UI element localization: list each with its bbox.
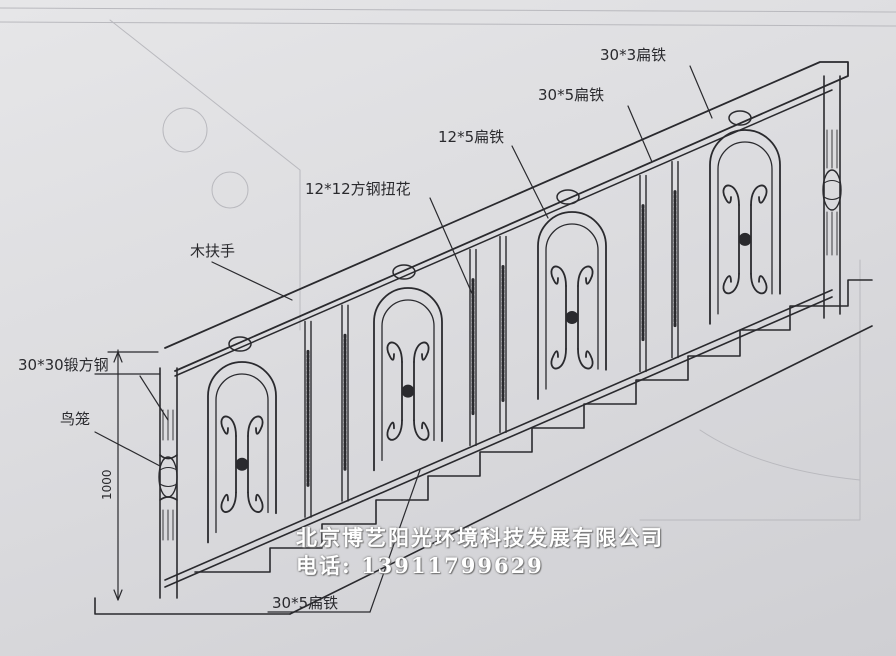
scroll-upper-left-2 bbox=[386, 341, 403, 363]
right-post bbox=[822, 75, 842, 319]
scroll-knot-3 bbox=[565, 311, 579, 325]
scroll-knot-1 bbox=[235, 457, 249, 471]
panel-arch-3 bbox=[537, 211, 607, 400]
scroll-upper-right-1 bbox=[247, 415, 264, 437]
scroll-lower-left-1 bbox=[220, 491, 237, 513]
label-height-dim: 1000 bbox=[100, 469, 114, 500]
label-forged-post: 30*30锻方钢 bbox=[18, 356, 109, 374]
scroll-upper-right-3 bbox=[577, 265, 594, 287]
panel-inner-arch-1 bbox=[215, 373, 269, 534]
leader-lines bbox=[94, 65, 713, 613]
panel-inner-arch-2 bbox=[381, 299, 435, 461]
label-twisted-bar: 12*12方钢扭花 bbox=[305, 180, 411, 198]
label-bird-cage: 鸟笼 bbox=[60, 410, 91, 428]
scroll-upper-left-1 bbox=[220, 415, 237, 437]
panel-arch-2 bbox=[373, 287, 443, 472]
label-flat-bar-30x3: 30*3扁铁 bbox=[600, 46, 667, 64]
scroll-upper-right-2 bbox=[413, 341, 430, 363]
scroll-lower-left-3 bbox=[550, 348, 567, 370]
background-sketch bbox=[0, 7, 896, 521]
scroll-knot-4 bbox=[738, 232, 752, 246]
scroll-panels bbox=[207, 129, 781, 544]
watermark-company: 北京博艺阳光环境科技发展有限公司 bbox=[296, 525, 664, 550]
handrail-oval-3 bbox=[556, 189, 580, 205]
scroll-lower-right-4 bbox=[750, 272, 768, 295]
panel-inner-arch-3 bbox=[545, 223, 599, 390]
panel-inner-arch-4 bbox=[717, 141, 773, 315]
handrail-oval-4 bbox=[728, 110, 752, 126]
scroll-upper-right-4 bbox=[750, 184, 768, 206]
watermark-phone: 电话: 13911799629 bbox=[296, 553, 544, 578]
left-post bbox=[158, 367, 178, 599]
handrail-oval-1 bbox=[228, 336, 252, 352]
scroll-upper-left-4 bbox=[722, 184, 740, 206]
bottom-rail bbox=[164, 289, 833, 588]
scroll-upper-left-3 bbox=[550, 265, 567, 287]
scroll-lower-left-4 bbox=[722, 272, 740, 295]
label-flat-bar-30x5-bottom: 30*5扁铁 bbox=[272, 594, 339, 612]
label-flat-bar-12x5: 12*5扁铁 bbox=[438, 128, 505, 146]
scroll-lower-right-3 bbox=[577, 348, 594, 370]
scroll-lower-right-1 bbox=[247, 491, 264, 513]
panel-arch-4 bbox=[709, 129, 781, 325]
wood-handrail bbox=[164, 61, 849, 372]
height-dimension bbox=[107, 349, 159, 601]
scroll-lower-right-2 bbox=[413, 419, 430, 441]
panel-arch-1 bbox=[207, 361, 277, 544]
floor-line bbox=[94, 597, 291, 615]
scroll-knot-2 bbox=[401, 384, 415, 398]
handrail-ovals bbox=[228, 110, 752, 352]
stair-steps bbox=[194, 279, 873, 573]
scroll-lower-left-2 bbox=[386, 419, 403, 441]
label-flat-bar-30x5-top: 30*5扁铁 bbox=[538, 86, 605, 104]
stair-stringer-line bbox=[289, 325, 873, 615]
handrail-oval-2 bbox=[392, 264, 416, 280]
balusters bbox=[304, 160, 679, 518]
label-wood-handrail: 木扶手 bbox=[190, 242, 236, 260]
